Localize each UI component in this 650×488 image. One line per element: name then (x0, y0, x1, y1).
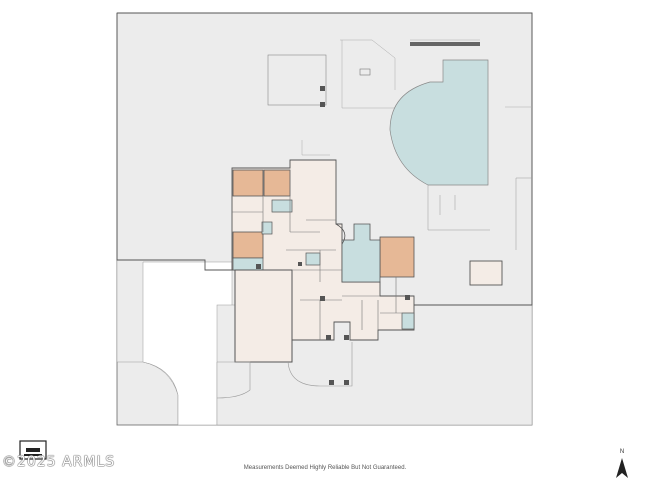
front-walkway (216, 342, 353, 399)
property-line (116, 12, 533, 306)
post (298, 262, 302, 266)
logo-icon (19, 440, 47, 460)
north-label: N (619, 449, 625, 455)
bath-4 (305, 252, 321, 266)
bath-1 (271, 199, 293, 213)
patio-post (320, 86, 325, 91)
bedroom-2 (263, 169, 291, 197)
courtyard (341, 223, 381, 283)
post (329, 380, 334, 385)
patio-post (320, 102, 325, 107)
disclaimer: Measurements Deemed Highly Reliable But … (243, 465, 407, 471)
patio-structure (267, 54, 327, 106)
post (256, 264, 261, 269)
garage (234, 269, 293, 363)
post (320, 296, 325, 301)
bath-5 (401, 312, 415, 330)
watermark: ©2025 ARMLS (2, 454, 116, 470)
casita (469, 260, 503, 286)
post (344, 380, 349, 385)
pool (389, 59, 489, 186)
post (326, 335, 331, 340)
bay-window (335, 223, 346, 245)
yard-lines (301, 39, 532, 156)
post (344, 335, 349, 340)
pool-equipment (410, 42, 480, 46)
north-arrow-icon (616, 458, 628, 478)
pool-deck-lines (427, 177, 532, 250)
outdoor-feature (359, 68, 371, 76)
bedroom-3 (232, 231, 264, 259)
bedroom-1 (232, 169, 264, 197)
bedroom-4 (379, 236, 415, 278)
bath-2 (261, 221, 273, 235)
post (405, 295, 410, 300)
interior-walls (232, 170, 414, 340)
